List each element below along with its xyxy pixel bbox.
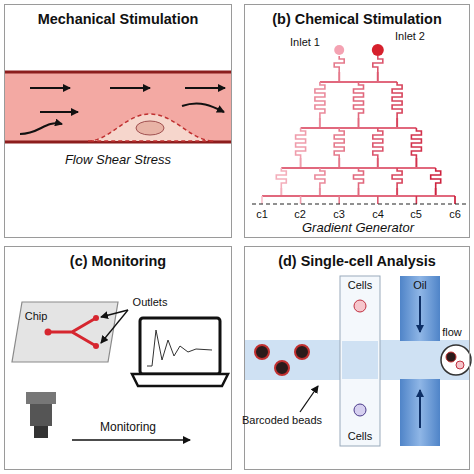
part-label: Barcoded beads [242, 414, 322, 426]
microchannel [300, 196, 302, 204]
outlet-label: c3 [333, 208, 345, 220]
objective-icon [26, 392, 190, 440]
outlet-label: c1 [256, 208, 268, 220]
panel-title: (c) Monitoring [5, 253, 231, 269]
inlet-port [334, 45, 344, 55]
microchannel [338, 72, 340, 82]
microchannel [411, 128, 421, 158]
outlet-label: c6 [449, 208, 461, 220]
inlet-port [372, 44, 384, 56]
panel-box: (c) Monitoring [4, 246, 232, 470]
microchannel [392, 168, 402, 188]
gradient-network [262, 44, 455, 204]
microchannel [358, 188, 360, 196]
microchannel [300, 158, 302, 168]
part-label: Chip [25, 310, 48, 322]
microchannel [415, 158, 417, 168]
microchannel [319, 188, 321, 196]
outlet-line [252, 203, 466, 204]
flow-channel [5, 72, 231, 142]
channel-label: Cells [348, 279, 372, 291]
channel-label: Cells [348, 430, 372, 442]
microchannel [319, 118, 321, 128]
microchannel [392, 82, 402, 118]
microchannel [377, 72, 379, 82]
microchannel [334, 56, 344, 72]
microchannel [296, 128, 306, 158]
microchannel [354, 168, 364, 188]
figure-caption: Flow Shear Stress [65, 153, 171, 167]
direction-label: flow [442, 326, 462, 338]
microchannel [416, 196, 418, 204]
microchannel [431, 168, 441, 188]
channel-label: Oil [413, 279, 426, 291]
figure-caption: Gradient Generator [302, 221, 414, 235]
microchannel [373, 56, 383, 72]
part-label: Monitoring [100, 421, 156, 434]
microchannel [301, 127, 417, 129]
outlet-label: c5 [410, 208, 422, 220]
microchannel [338, 196, 340, 204]
inlet-label: Inlet 1 [290, 36, 320, 48]
microchannel [354, 82, 364, 118]
microchannel [373, 128, 383, 158]
panel-box: (b) Chemical Stimulation [244, 4, 470, 238]
panel-box: Mechanical Stimulation [4, 4, 232, 238]
microchannel [377, 158, 379, 168]
microchannel [377, 196, 379, 204]
microchannel [396, 118, 398, 128]
microchannel [454, 196, 456, 204]
microchannel [261, 196, 263, 204]
panel-title: Mechanical Stimulation [5, 11, 231, 27]
microchannel [396, 188, 398, 196]
chip-figure [12, 302, 128, 362]
outlet-label: c4 [372, 208, 384, 220]
microchannel [315, 168, 325, 188]
laptop-icon [132, 318, 228, 386]
part-label: Outlets [133, 296, 168, 308]
microchannel [358, 118, 360, 128]
microchannel [315, 82, 325, 118]
microchannel [280, 188, 282, 196]
inlet-label: Inlet 2 [395, 30, 425, 42]
panel-title: (d) Single-cell Analysis [245, 253, 469, 269]
microchannel [262, 195, 455, 197]
panel-title: (b) Chemical Stimulation [245, 11, 469, 27]
outlet-label: c2 [294, 208, 306, 220]
microchannel [338, 158, 340, 168]
microchannel [435, 188, 437, 196]
microchannel [334, 128, 344, 158]
microchannel [276, 168, 286, 188]
